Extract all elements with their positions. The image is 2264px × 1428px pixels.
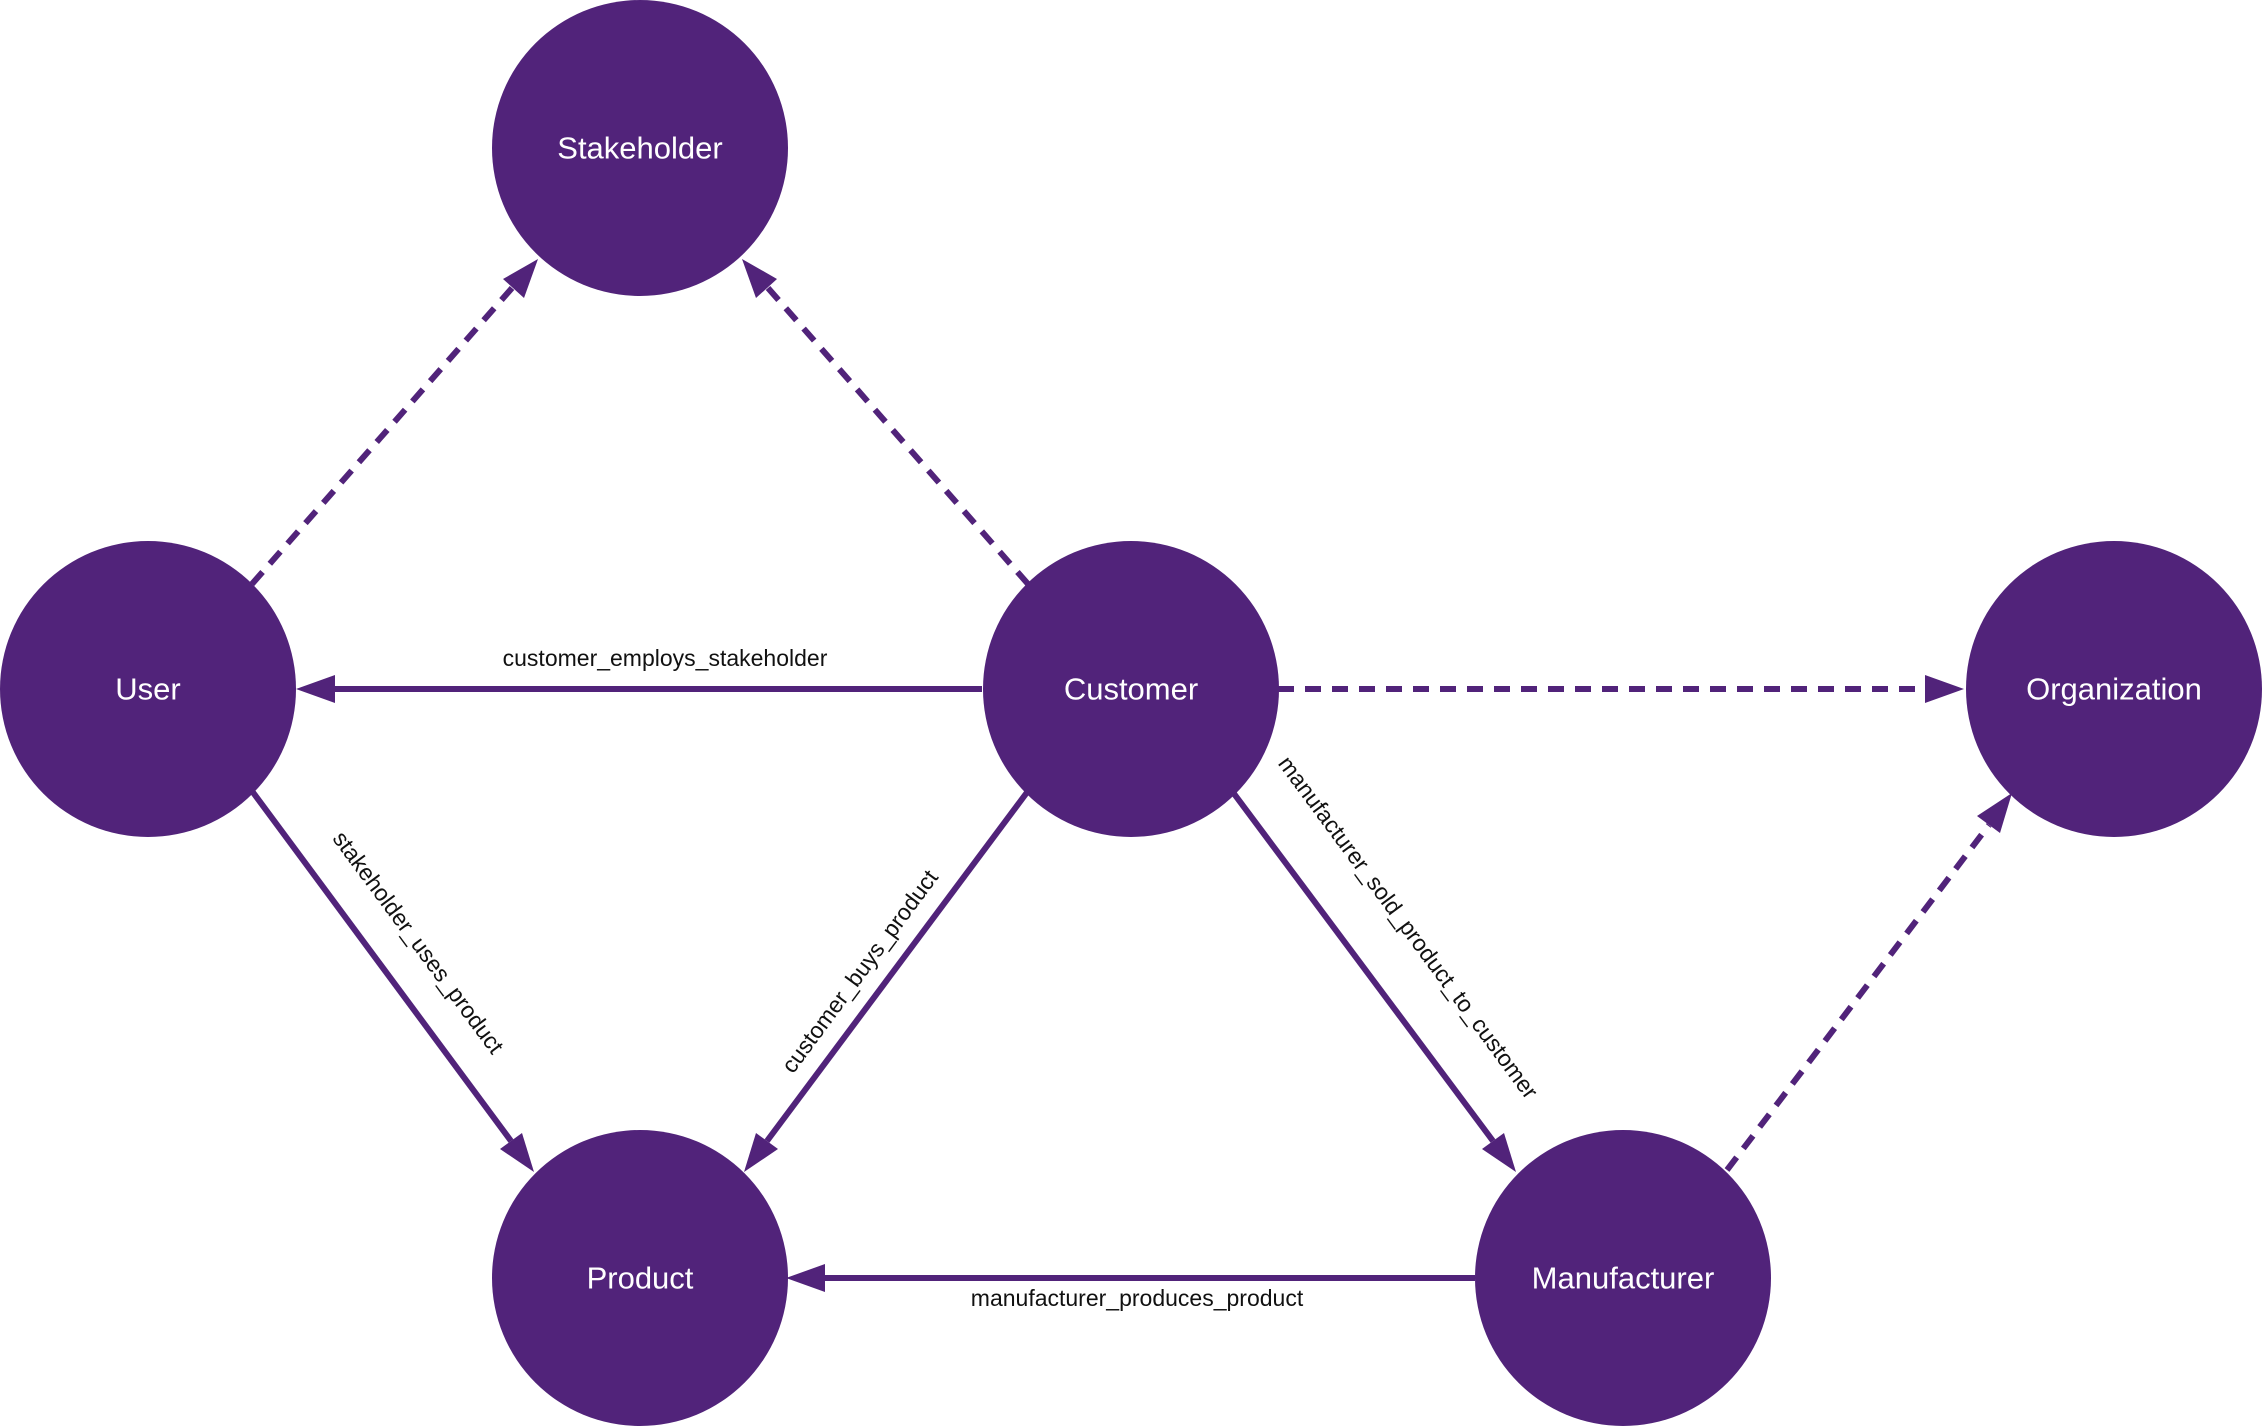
node-circle: [492, 0, 788, 296]
arrowhead: [744, 1133, 778, 1172]
arrowhead: [1925, 675, 1964, 703]
node-circle: [492, 1130, 788, 1426]
edge-customer-to-organization: [1278, 675, 1964, 703]
edge-stakeholder-uses-product: stakeholder_uses_product: [249, 789, 534, 1172]
node-user: User: [0, 541, 296, 837]
edge-manufacturer-to-organization: [1724, 793, 2012, 1172]
arrowhead: [500, 1133, 534, 1172]
edge-customer-buys-product: customer_buys_product: [744, 789, 1031, 1172]
edge-label-manufacturer-produces-product: manufacturer_produces_product: [971, 1285, 1304, 1311]
edge-line: [249, 286, 515, 586]
edge-line: [1229, 789, 1496, 1143]
node-stakeholder: Stakeholder: [492, 0, 788, 296]
node-circle: [983, 541, 1279, 837]
edge-label-stakeholder-uses-product: stakeholder_uses_product: [328, 826, 510, 1059]
node-label-manufacturer: Manufacturer: [1532, 1261, 1715, 1296]
edge-label-customer-buys-product: customer_buys_product: [776, 864, 943, 1077]
arrowhead: [1482, 1133, 1516, 1172]
edge-line: [765, 286, 1031, 586]
edge-user-to-stakeholder: [249, 259, 538, 586]
edge-label-manufacturer-sold-product-to-customer: manufacturer_sold_product_to_customer: [1273, 751, 1544, 1104]
node-organization: Organization: [1966, 541, 2262, 837]
arrowhead: [296, 675, 335, 703]
node-manufacturer: Manufacturer: [1475, 1130, 1771, 1426]
arrowhead: [503, 259, 538, 298]
edge-manufacturer-produces-product: manufacturer_produces_product: [786, 1264, 1475, 1311]
edge-manufacturer-sold-product-to-customer: manufacturer_sold_product_to_customer: [1229, 751, 1544, 1172]
edge-line: [249, 789, 514, 1143]
edge-line: [1724, 823, 1992, 1172]
node-label-stakeholder: Stakeholder: [557, 131, 722, 166]
node-circle: [1966, 541, 2262, 837]
arrowhead: [1977, 793, 2012, 833]
edge-line: [764, 789, 1031, 1143]
node-label-user: User: [115, 672, 180, 707]
node-label-product: Product: [587, 1261, 694, 1296]
node-circle: [0, 541, 296, 837]
edge-customer-employs-stakeholder: customer_employs_stakeholder: [296, 645, 982, 703]
node-customer: Customer: [983, 541, 1279, 837]
arrowhead: [786, 1264, 825, 1292]
node-label-customer: Customer: [1064, 672, 1198, 707]
node-circle: [1475, 1130, 1771, 1426]
edge-label-customer-employs-stakeholder: customer_employs_stakeholder: [503, 645, 828, 671]
arrowhead: [742, 259, 777, 298]
edge-customer-to-stakeholder: [742, 259, 1031, 586]
node-label-organization: Organization: [2026, 672, 2202, 707]
node-product: Product: [492, 1130, 788, 1426]
